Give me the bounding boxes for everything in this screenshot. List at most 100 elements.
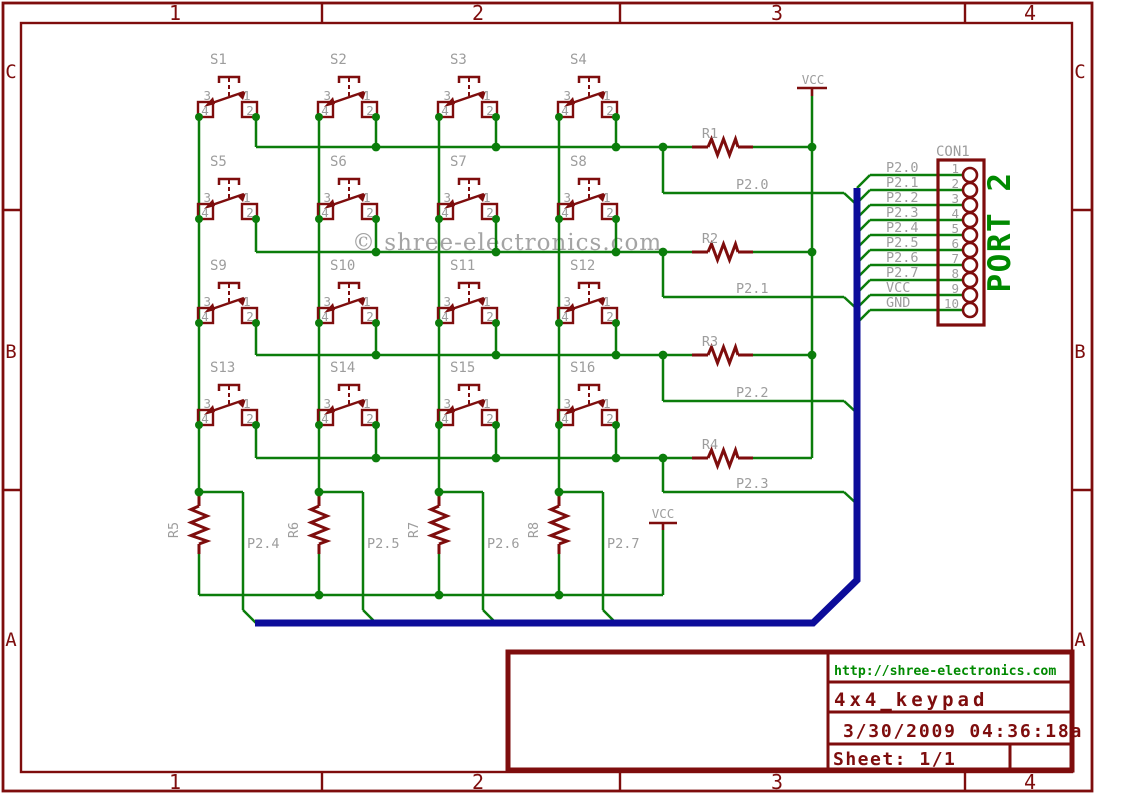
pin-number: 8: [951, 266, 959, 281]
contact-arrow-right: [478, 399, 486, 408]
pin-number: 1: [243, 88, 251, 103]
pin-pad-2: [240, 202, 259, 221]
switch-actuator: [337, 177, 361, 185]
pin-circle-2: [961, 181, 979, 199]
junction-dot: [492, 421, 500, 429]
pin-pad-4: [316, 202, 335, 221]
pin-number: 2: [486, 103, 494, 118]
pin-net-label: P2.0: [886, 160, 919, 176]
pin-pad-2: [480, 408, 499, 427]
net-label-P2.1: P2.1: [736, 281, 769, 297]
resistor-name: R3: [702, 334, 718, 350]
contact-arrow-right: [478, 297, 486, 306]
connector-body: [936, 158, 986, 327]
title-sheet: Sheet: 1/1: [833, 749, 956, 770]
pin-net-label: P2.2: [886, 190, 919, 206]
vcc-label: VCC: [652, 506, 675, 521]
contact-arrow-right: [238, 91, 246, 100]
frame-col-label: 1: [169, 1, 181, 25]
switch-actuator: [457, 177, 481, 185]
switch-name: S7: [450, 154, 467, 170]
pin-number: 4: [441, 103, 449, 118]
switch-lever: [451, 296, 485, 311]
switch-lever: [331, 90, 365, 105]
pin-number: 1: [603, 190, 611, 205]
switch-name: S13: [210, 360, 235, 376]
switch-lever: [211, 398, 245, 413]
switch-lever: [331, 192, 365, 207]
pin-pad-4: [556, 306, 575, 325]
pin-number: 2: [606, 309, 614, 324]
junction-dot: [435, 215, 443, 223]
vcc-label: VCC: [802, 72, 825, 87]
pin-number: 1: [363, 396, 371, 411]
resistor-R7: R7: [406, 495, 452, 554]
vcc-symbol-top: VCC: [797, 72, 827, 96]
junction-dot: [612, 319, 620, 327]
junction-dot: [555, 113, 563, 121]
frame-outer: [1, 1, 1094, 793]
contact-arrow-right: [478, 193, 486, 202]
pin-number: 10: [944, 296, 959, 311]
frame-col-label: 2: [472, 1, 484, 25]
wires: [197, 96, 963, 624]
contact-arrow-right: [238, 399, 246, 408]
junction-dot: [658, 142, 668, 152]
junction-dot: [315, 421, 323, 429]
pin-net-label: P2.1: [886, 175, 919, 191]
junction-dot: [195, 215, 203, 223]
pin-number: 2: [366, 411, 374, 426]
junction-dot: [492, 215, 500, 223]
pin-bus-exit-1: [856, 174, 871, 189]
pin-pad-2: [480, 306, 499, 325]
junction-dot: [612, 113, 620, 121]
junction-dot: [807, 247, 817, 257]
switch-lever: [571, 296, 605, 311]
pin-circle-1: [961, 166, 979, 184]
switch-lever: [211, 296, 245, 311]
contact-arrow-right: [478, 91, 486, 100]
res-zigzag: [186, 504, 212, 546]
junction-dot: [252, 215, 260, 223]
contact-arrow-right: [598, 399, 606, 408]
junction-dot: [611, 350, 621, 360]
switch-actuator: [337, 75, 361, 83]
pin-number: 1: [483, 190, 491, 205]
pin-net-label: P2.7: [886, 265, 919, 281]
junction-dot: [435, 421, 443, 429]
vcc-symbol-bottom: VCC: [649, 506, 677, 530]
pin-number: 1: [363, 190, 371, 205]
junction-dot: [435, 113, 443, 121]
pin-number: 1: [363, 294, 371, 309]
pin-number: 1: [243, 190, 251, 205]
junction-dot: [252, 113, 260, 121]
pin-number: 3: [951, 191, 959, 206]
junction-dot: [434, 590, 444, 600]
switch-actuator: [217, 75, 241, 83]
pin-circle-8: [961, 271, 979, 289]
resistor-R6: R6: [286, 495, 332, 554]
junction-dot: [371, 350, 381, 360]
switch-actuator: [457, 75, 481, 83]
title-url: http://shree-electronics.com: [834, 663, 1056, 679]
pin-pad-4: [196, 100, 215, 119]
net-label-P2.7: P2.7: [607, 536, 640, 552]
pin-pad-2: [600, 306, 619, 325]
pin-number: 2: [606, 411, 614, 426]
pin-pad-2: [360, 408, 379, 427]
pin-number: 1: [483, 396, 491, 411]
switch-lever: [571, 192, 605, 207]
net-label-P2.4: P2.4: [247, 536, 280, 552]
pin-pad-2: [600, 408, 619, 427]
pin-pad-4: [436, 100, 455, 119]
junction-dot: [611, 247, 621, 257]
frame-row-label: C: [1074, 61, 1085, 83]
resistor-R4: R4: [692, 437, 753, 471]
